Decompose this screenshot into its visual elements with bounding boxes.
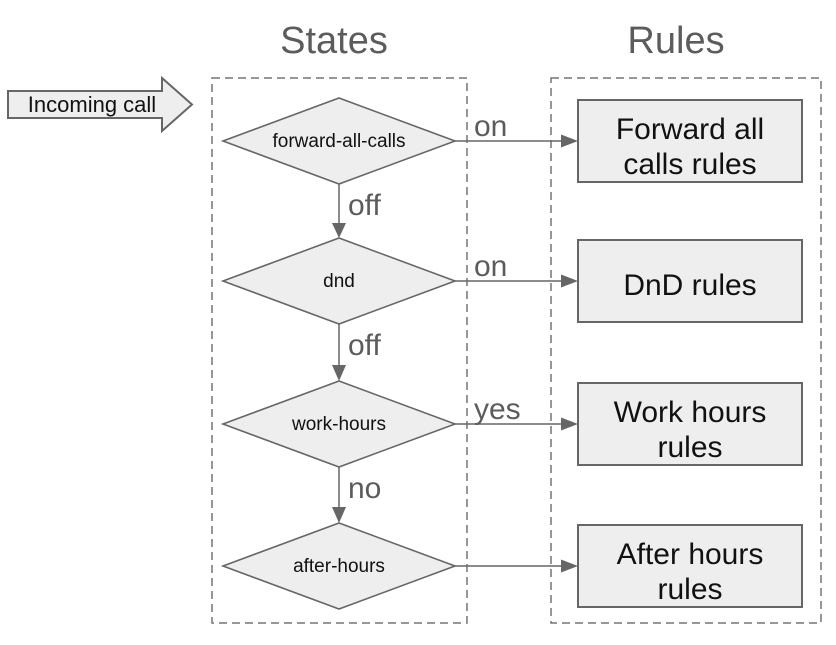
state-row-work-hours: work-hours yes Work hours rules no bbox=[220, 380, 803, 523]
branch-label: on bbox=[474, 250, 507, 283]
state-row-forward-all-calls: forward-all-calls on Forward all calls r… bbox=[220, 97, 803, 238]
rule-box bbox=[577, 239, 803, 323]
branch-label: on bbox=[474, 110, 507, 143]
state-label: after-hours bbox=[293, 556, 385, 577]
rule-box bbox=[577, 382, 803, 466]
state-label: dnd bbox=[323, 271, 355, 292]
states-group-border bbox=[211, 77, 468, 624]
state-row-after-hours: after-hours After hours rules bbox=[220, 522, 803, 610]
rules-column-title: Rules bbox=[627, 20, 724, 62]
rule-box bbox=[577, 524, 803, 608]
incoming-call-arrow: Incoming call bbox=[7, 75, 194, 134]
down-label: off bbox=[348, 189, 381, 222]
rule-label-line1: Forward all bbox=[616, 113, 764, 146]
rule-label-line1: After hours bbox=[617, 538, 764, 571]
down-arrowhead-icon bbox=[332, 365, 346, 381]
down-arrowhead-icon bbox=[332, 507, 346, 523]
branch-arrowhead-icon bbox=[561, 559, 578, 573]
state-label: work-hours bbox=[291, 414, 386, 435]
rule-label-line2: rules bbox=[657, 431, 722, 464]
rules-group-border bbox=[550, 77, 822, 624]
rule-label-line2: calls rules bbox=[623, 148, 756, 181]
rule-label-line1: Work hours bbox=[614, 396, 767, 429]
states-column-title: States bbox=[280, 20, 388, 62]
state-row-dnd: dnd on DnD rules off bbox=[220, 237, 803, 381]
down-label: off bbox=[348, 329, 381, 362]
down-arrowhead-icon bbox=[332, 223, 346, 238]
incoming-call-label: Incoming call bbox=[28, 92, 156, 117]
rule-box bbox=[577, 99, 803, 183]
down-label: no bbox=[348, 472, 381, 505]
branch-arrowhead-icon bbox=[561, 274, 578, 288]
state-label: forward-all-calls bbox=[272, 131, 405, 152]
rule-label-line2: rules bbox=[657, 573, 722, 606]
branch-arrowhead-icon bbox=[561, 134, 578, 148]
rule-label-line1: DnD rules bbox=[623, 269, 756, 302]
incoming-call-arrow-shape bbox=[7, 75, 194, 134]
branch-label: yes bbox=[474, 393, 521, 426]
branch-arrowhead-icon bbox=[561, 417, 578, 431]
